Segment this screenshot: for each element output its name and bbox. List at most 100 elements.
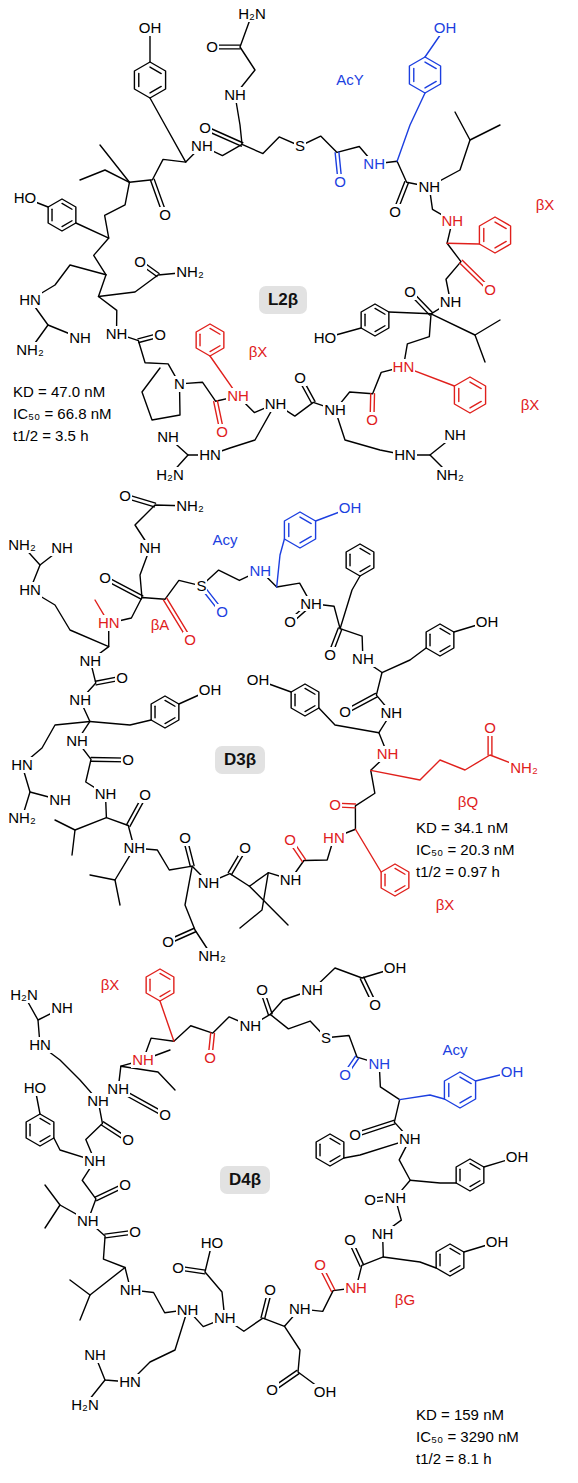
atom-label: HN xyxy=(28,1037,52,1053)
atom-label: NH xyxy=(300,982,324,998)
atom-label: O xyxy=(343,1232,357,1248)
atom-label: O xyxy=(313,1257,327,1273)
atom-label: NH xyxy=(156,429,180,445)
ring-double-bond xyxy=(448,1084,449,1097)
compound-name: D4β xyxy=(229,1170,261,1189)
ring-double-bond xyxy=(384,874,385,886)
ring-double-bond xyxy=(305,688,315,694)
bond xyxy=(55,818,106,830)
atom-label: NH xyxy=(68,330,92,346)
atom-label: HN xyxy=(392,359,416,375)
atom-label: NH xyxy=(376,746,400,762)
bond xyxy=(205,1243,225,1318)
atom-label: O xyxy=(98,570,112,586)
atom-label: NH xyxy=(190,138,214,154)
atom-label: NH xyxy=(323,402,347,418)
ring-double-bond xyxy=(364,314,365,326)
atom-label: OH xyxy=(475,614,500,630)
ring-double-bond xyxy=(458,389,459,402)
ring-double-bond xyxy=(62,203,72,209)
atom-label: βX xyxy=(248,344,269,360)
atom-label: NH₂ xyxy=(15,342,45,358)
atom-label: O xyxy=(158,207,172,223)
atom-label: O xyxy=(265,1382,279,1398)
compound-name-box: D4β xyxy=(220,1166,270,1194)
activity-value: KD = 47.0 nM xyxy=(12,384,106,400)
ring-double-bond xyxy=(165,700,175,706)
atom-label: βX xyxy=(535,197,556,213)
atom-label: NH xyxy=(371,1226,395,1242)
benzene-ring xyxy=(134,62,165,98)
benzene-ring xyxy=(48,199,76,231)
atom-label: HN xyxy=(118,1374,142,1390)
benzene-ring xyxy=(456,1159,484,1191)
atom-label: HN xyxy=(322,830,346,846)
atom-label: NH xyxy=(83,1153,107,1169)
atom-label: OH xyxy=(138,20,163,36)
ring-double-bond xyxy=(165,718,175,724)
atom-label: AcY xyxy=(335,72,365,88)
ring-double-bond xyxy=(154,706,155,718)
activity-value: t1/2 = 3.5 h xyxy=(12,428,89,444)
atom-label: NH xyxy=(213,1310,237,1326)
atom-label: O xyxy=(121,752,135,768)
atom-label: βA xyxy=(150,617,171,633)
ring-double-bond xyxy=(450,1266,460,1272)
atom-label: NH xyxy=(176,1302,200,1318)
ring-double-bond xyxy=(375,308,385,314)
atom-label: NH xyxy=(288,1301,312,1317)
ring-double-bond xyxy=(210,346,220,352)
atom-label: H₂N xyxy=(155,467,185,483)
atom-label: O xyxy=(171,1260,185,1276)
atom-label: H₂N xyxy=(70,1397,100,1413)
ring-double-bond xyxy=(360,566,370,572)
bond xyxy=(389,312,431,314)
benzene-ring xyxy=(284,512,315,548)
atom-label: O xyxy=(388,204,402,220)
atom-label: NH xyxy=(362,156,386,172)
atom-label: NH xyxy=(439,294,463,310)
atom-label: O xyxy=(328,797,342,813)
ring-double-bond xyxy=(470,401,481,407)
bond xyxy=(455,112,470,140)
benzene-ring xyxy=(479,217,510,253)
atom-label: O xyxy=(323,647,337,663)
ring-double-bond xyxy=(440,628,450,634)
atom-label: HO xyxy=(313,330,338,346)
atom-label: OH xyxy=(313,1384,338,1400)
atom-label: NH xyxy=(238,1018,262,1034)
ring-double-bond xyxy=(149,979,150,991)
bond xyxy=(447,243,479,245)
compound-name: L2β xyxy=(268,290,298,309)
atom-label: NH xyxy=(50,1000,74,1016)
atom-label: NH xyxy=(78,653,102,669)
ring-double-bond xyxy=(440,646,450,652)
bond xyxy=(383,1257,436,1268)
atom-label: HO xyxy=(13,190,38,206)
atom-label: OH xyxy=(246,672,271,688)
atom-label: OH xyxy=(198,682,223,698)
ring-double-bond xyxy=(349,554,350,566)
benzene-ring xyxy=(196,324,224,356)
atom-label: NH xyxy=(106,1081,130,1097)
atom-label: O xyxy=(483,720,497,736)
atom-label: NH xyxy=(344,1280,368,1296)
compound-name: D3β xyxy=(224,750,256,769)
atom-label: HN xyxy=(18,292,42,308)
atom-label: βQ xyxy=(457,794,479,810)
atom-label: OH xyxy=(485,1234,510,1250)
atom-label: H₂N xyxy=(237,6,267,22)
bond xyxy=(270,968,395,1014)
activity-value: t1/2 = 0.97 h xyxy=(415,864,501,880)
atom-label: O xyxy=(121,1132,135,1148)
activity-value: IC₅₀ = 66.8 nM xyxy=(12,406,113,422)
atom-label: O xyxy=(178,830,192,846)
atom-label: O xyxy=(215,424,229,440)
atom-label: NH xyxy=(76,1213,100,1229)
atom-label: NH xyxy=(48,792,72,808)
atom-label: NH xyxy=(50,540,74,556)
atom-label: O xyxy=(161,934,175,950)
atom-label: O xyxy=(363,1192,377,1208)
ring-double-bond xyxy=(483,229,484,242)
atom-label: NH₂ xyxy=(197,948,227,964)
